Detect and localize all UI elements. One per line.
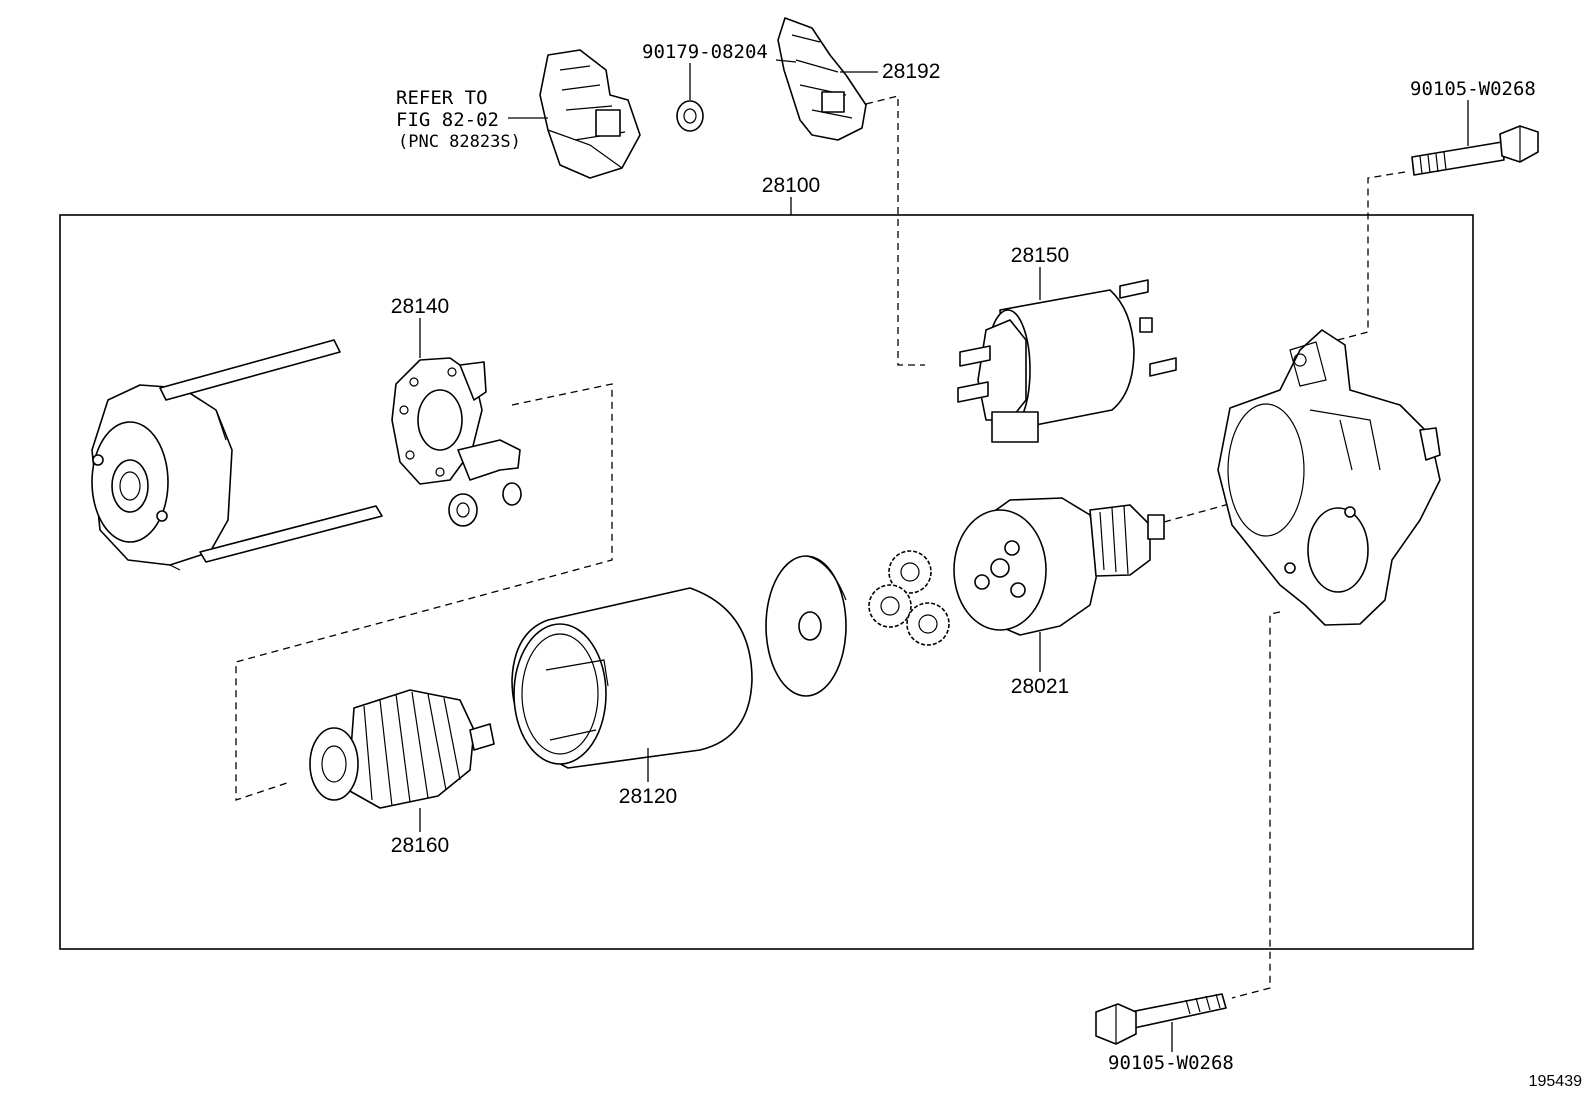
cover-28192-part[interactable]	[775, 17, 867, 141]
front-housing-part[interactable]	[1217, 329, 1441, 626]
clutch-28021-part[interactable]	[953, 497, 1165, 636]
callout-28192[interactable]: 28192	[882, 60, 940, 83]
yoke-28120-part[interactable]	[511, 587, 753, 769]
plate-part[interactable]	[765, 555, 847, 697]
callout-28021[interactable]: 28021	[1011, 675, 1069, 698]
refer-label-line1: REFER TO	[396, 87, 488, 109]
callout-90179[interactable]: 90179-08204	[642, 41, 768, 63]
callout-28160[interactable]: 28160	[391, 834, 449, 857]
callout-90105-bottom[interactable]: 90105-W0268	[1108, 1052, 1234, 1074]
refer-label-line3: (PNC 82823S)	[398, 132, 521, 152]
nut-90179-part[interactable]	[676, 100, 704, 132]
assembly-label[interactable]: 28100	[762, 174, 820, 197]
assembly-frame: 28100	[59, 174, 1474, 950]
planetary-gears-part[interactable]	[868, 550, 950, 646]
bolt-top-part[interactable]	[1411, 125, 1539, 176]
bolt-bottom-part[interactable]	[1095, 993, 1227, 1045]
callout-28140[interactable]: 28140	[391, 295, 449, 318]
brush-holder-28140-part[interactable]	[391, 357, 522, 527]
solenoid-28150-part[interactable]	[957, 279, 1177, 443]
connector-part[interactable]	[539, 49, 641, 179]
callout-28120[interactable]: 28120	[619, 785, 677, 808]
refer-label-line2: FIG 82-02	[396, 109, 499, 131]
figure-number: 195439	[1529, 1073, 1582, 1090]
callout-90105-top[interactable]: 90105-W0268	[1410, 78, 1536, 100]
armature-28160-part[interactable]	[309, 689, 495, 809]
callout-28150[interactable]: 28150	[1011, 244, 1069, 267]
rear-housing-part[interactable]	[91, 339, 383, 571]
